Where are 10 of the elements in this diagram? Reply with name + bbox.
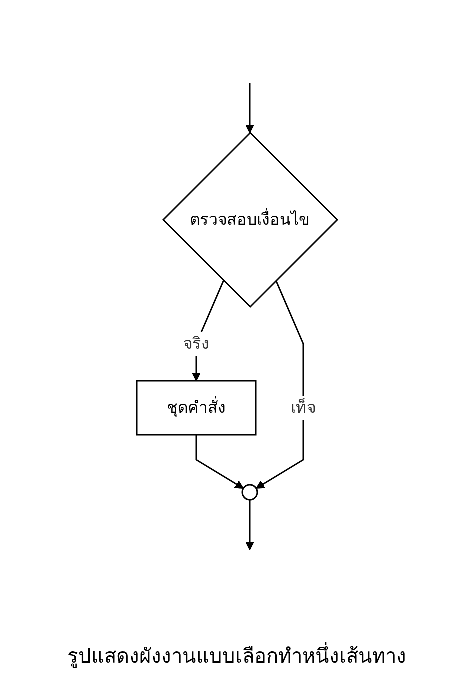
arrow	[196, 434, 244, 488]
node-diamond: ตรวจสอบเงื่อนไข	[162, 131, 338, 308]
node-box: ชุดคำสั่ง	[136, 380, 256, 436]
edge-label: เท็จ	[290, 398, 316, 416]
arrow	[245, 500, 254, 550]
arrow	[245, 82, 254, 133]
node-circle	[242, 484, 258, 500]
edge-label: จริง	[183, 334, 210, 352]
arrow	[256, 280, 304, 488]
caption: รูปแสดงผังงานแบบเลือกทำหนึ่งเส้นทาง	[68, 642, 406, 670]
